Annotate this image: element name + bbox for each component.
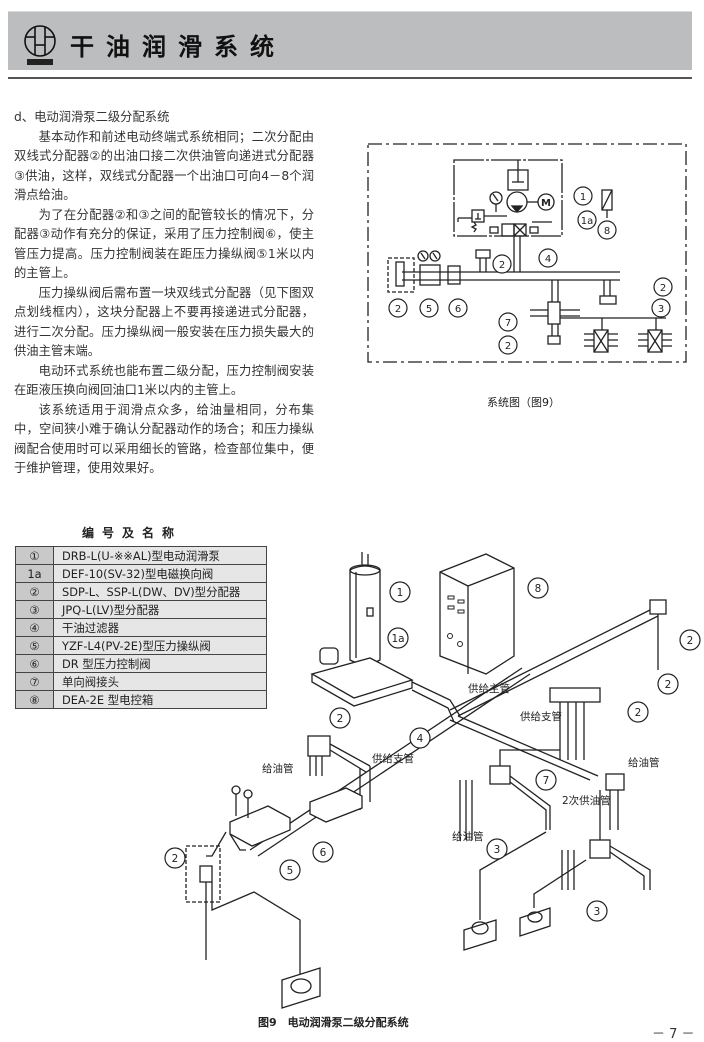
legend-number: ⑦ xyxy=(15,672,54,691)
legend-name: SDP-L、SSP-L(DW、DV)型分配器 xyxy=(53,582,267,601)
paragraph: 压力操纵阀后需布置一块双线式分配器（见下图双点划线框内），这块分配器上不要再接递… xyxy=(14,285,314,359)
callout: 2 xyxy=(635,707,642,719)
label-feed-pipe-bottom: 给油管 xyxy=(452,830,484,843)
callout: 5 xyxy=(287,865,294,877)
legend-number: ② xyxy=(15,582,54,601)
label-secondary-pipe: 2次供油管 xyxy=(562,794,611,807)
legend-name: 干油过滤器 xyxy=(53,618,267,637)
callout: 2 xyxy=(337,713,344,725)
callout: 5 xyxy=(426,304,432,315)
callout: 3 xyxy=(658,304,664,315)
paragraph: 为了在分配器②和③之间的配管较长的情况下，分配器③动作有充分的保证，采用了压力控… xyxy=(14,207,314,281)
callout: 8 xyxy=(604,226,610,237)
label-main-pipe: 供给主管 xyxy=(468,682,510,695)
article-body: d、电动润滑泵二级分配系统 基本动作和前述电动终端式系统相同；二次分配由双线式分… xyxy=(14,108,314,479)
callout: 7 xyxy=(505,318,511,329)
legend-name: DR 型压力控制阀 xyxy=(53,654,267,673)
paragraph: 基本动作和前述电动终端式系统相同；二次分配由双线式分配器②的出油口接二次供油管向… xyxy=(14,129,314,203)
figure-caption: 图9 电动润滑泵二级分配系统 xyxy=(258,1016,409,1029)
callout: 2 xyxy=(687,635,694,647)
system-illustration: 1 1a 8 2 2 2 2 4 7 3 3 2 5 6 供给主管 供给支管 供… xyxy=(164,552,701,1009)
callout: 1 xyxy=(397,587,404,599)
callout: 2 xyxy=(395,304,401,315)
label-branch-pipe-right: 供给支管 xyxy=(520,710,562,723)
callout: 2 xyxy=(499,260,505,271)
paragraph: 该系统适用于润滑点众多，给油量相同，分布集中，空间狭小难于确认分配器动作的场合；… xyxy=(14,402,314,476)
legend-number: ③ xyxy=(15,600,54,619)
legend-name: DEA-2E 型电控箱 xyxy=(53,690,267,709)
company-logo xyxy=(24,25,56,65)
callout: 4 xyxy=(545,254,551,265)
legend-name: 单向阀接头 xyxy=(53,672,267,691)
callout: 2 xyxy=(172,853,179,865)
callout: 6 xyxy=(455,304,461,315)
callout: 1a xyxy=(391,633,404,645)
page-title: 干油润滑系统 xyxy=(70,33,286,61)
callout: 3 xyxy=(494,844,501,856)
label-branch-pipe-left: 供给支管 xyxy=(372,752,414,765)
legend-name: DEF-10(SV-32)型电磁换向阀 xyxy=(53,564,267,583)
section-heading: d、电动润滑泵二级分配系统 xyxy=(14,110,170,124)
legend-name: DRB-L(U-※※AL)型电动润滑泵 xyxy=(53,546,267,565)
legend-name: JPQ-L(LV)型分配器 xyxy=(53,600,267,619)
callout: 4 xyxy=(417,733,424,745)
callout: 1a xyxy=(581,216,594,227)
callout: 7 xyxy=(543,775,550,787)
paragraph: 电动环式系统也能布置二级分配，压力控制阀安装在距液压换向阀回油口1米以内的主管上… xyxy=(14,363,314,398)
pump-cylinder xyxy=(349,565,381,665)
legend-title: 编号及名称 xyxy=(82,526,183,540)
callout: 8 xyxy=(535,583,542,595)
system-schematic: M 1 1a 8 2 4 2 5 6 2 7 3 2 xyxy=(367,143,687,363)
motor-symbol: M xyxy=(541,198,551,209)
schematic-caption: 系统图（图9） xyxy=(487,396,560,409)
legend-number: ⑤ xyxy=(15,636,54,655)
callout: 1 xyxy=(580,192,586,203)
legend-number: ⑥ xyxy=(15,654,54,673)
header-divider xyxy=(8,77,692,79)
legend-name: YZF-L4(PV-2E)型压力操纵阀 xyxy=(53,636,267,655)
page-number: － 7 － xyxy=(652,1027,695,1042)
legend-number: 1a xyxy=(15,564,54,583)
legend-number: ④ xyxy=(15,618,54,637)
legend-number: ① xyxy=(15,546,54,565)
callout: 2 xyxy=(505,341,511,352)
callout: 2 xyxy=(660,283,666,294)
callout: 2 xyxy=(665,679,672,691)
callout: 6 xyxy=(320,847,327,859)
legend-number: ⑧ xyxy=(15,690,54,709)
label-feed-pipe-right: 给油管 xyxy=(628,756,660,769)
label-feed-pipe-left: 给油管 xyxy=(262,762,294,775)
callout: 3 xyxy=(594,906,601,918)
page-header xyxy=(8,11,692,70)
